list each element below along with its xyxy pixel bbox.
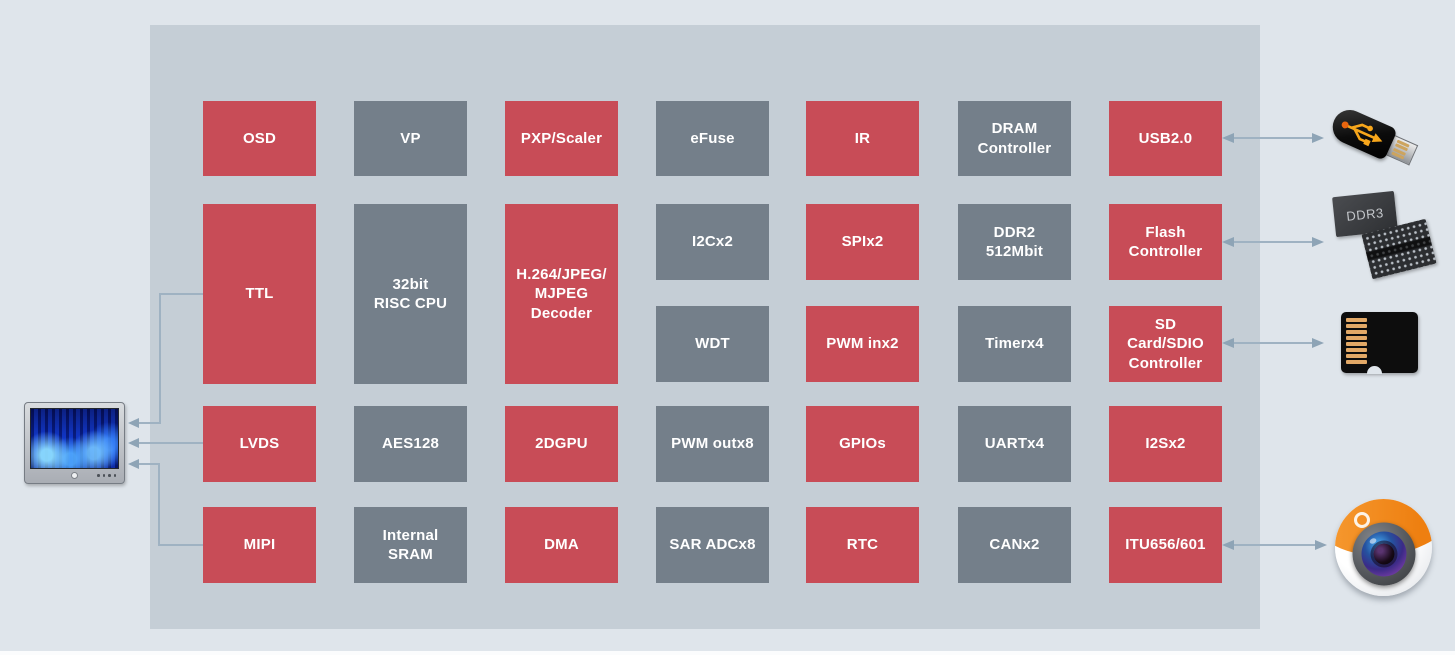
camera-lens [1352, 522, 1415, 586]
block-osd: OSD [203, 101, 316, 176]
block-lvds: LVDS [203, 406, 316, 482]
usb-trident-icon [1341, 121, 1383, 147]
block-usb2: USB2.0 [1109, 101, 1222, 176]
block-can: CANx2 [958, 507, 1071, 583]
monitor-control-bar [30, 469, 119, 482]
monitor-logo-button [71, 472, 78, 479]
block-mipi: MIPI [203, 507, 316, 583]
micro-sd-card-icon [1341, 312, 1418, 374]
block-risc-cpu: 32bit RISC CPU [354, 204, 467, 384]
block-i2c: I2Cx2 [656, 204, 769, 280]
block-pxp-scaler: PXP/Scaler [505, 101, 618, 176]
block-pwm-in: PWM inx2 [806, 306, 919, 382]
camera-icon [1335, 499, 1432, 596]
block-i2s: I2Sx2 [1109, 406, 1222, 482]
usb-drive-body [1327, 104, 1398, 161]
block-2dgpu: 2DGPU [505, 406, 618, 482]
block-ddr2: DDR2 512Mbit [958, 204, 1071, 280]
block-dram-controller: DRAM Controller [958, 101, 1071, 176]
display-monitor-icon [24, 402, 125, 484]
block-sd-controller: SD Card/SDIO Controller [1109, 306, 1222, 382]
block-vp: VP [354, 101, 467, 176]
block-efuse: eFuse [656, 101, 769, 176]
block-video-decoder: H.264/JPEG/ MJPEG Decoder [505, 204, 618, 384]
block-ttl: TTL [203, 204, 316, 384]
bottom-border [0, 651, 1455, 655]
monitor-screen [30, 408, 119, 469]
monitor-buttons [97, 474, 116, 477]
block-gpios: GPIOs [806, 406, 919, 482]
block-spi: SPIx2 [806, 204, 919, 280]
usb-flash-drive-icon [1320, 87, 1439, 193]
block-sar-adc: SAR ADCx8 [656, 507, 769, 583]
block-uart: UARTx4 [958, 406, 1071, 482]
camera-swirl-ring [1354, 512, 1370, 528]
block-wdt: WDT [656, 306, 769, 382]
block-rtc: RTC [806, 507, 919, 583]
block-aes128: AES128 [354, 406, 467, 482]
block-ir: IR [806, 101, 919, 176]
block-itu656-601: ITU656/601 [1109, 507, 1222, 583]
block-flash-controller: Flash Controller [1109, 204, 1222, 280]
block-timer: Timerx4 [958, 306, 1071, 382]
block-pwm-out: PWM outx8 [656, 406, 769, 482]
block-dma: DMA [505, 507, 618, 583]
sd-card-pins [1346, 318, 1367, 364]
block-internal-sram: Internal SRAM [354, 507, 467, 583]
camera-lens-pupil [1373, 543, 1394, 565]
ddr3-chip-label: DDR3 [1345, 204, 1385, 224]
camera-lens-iris [1361, 531, 1406, 577]
